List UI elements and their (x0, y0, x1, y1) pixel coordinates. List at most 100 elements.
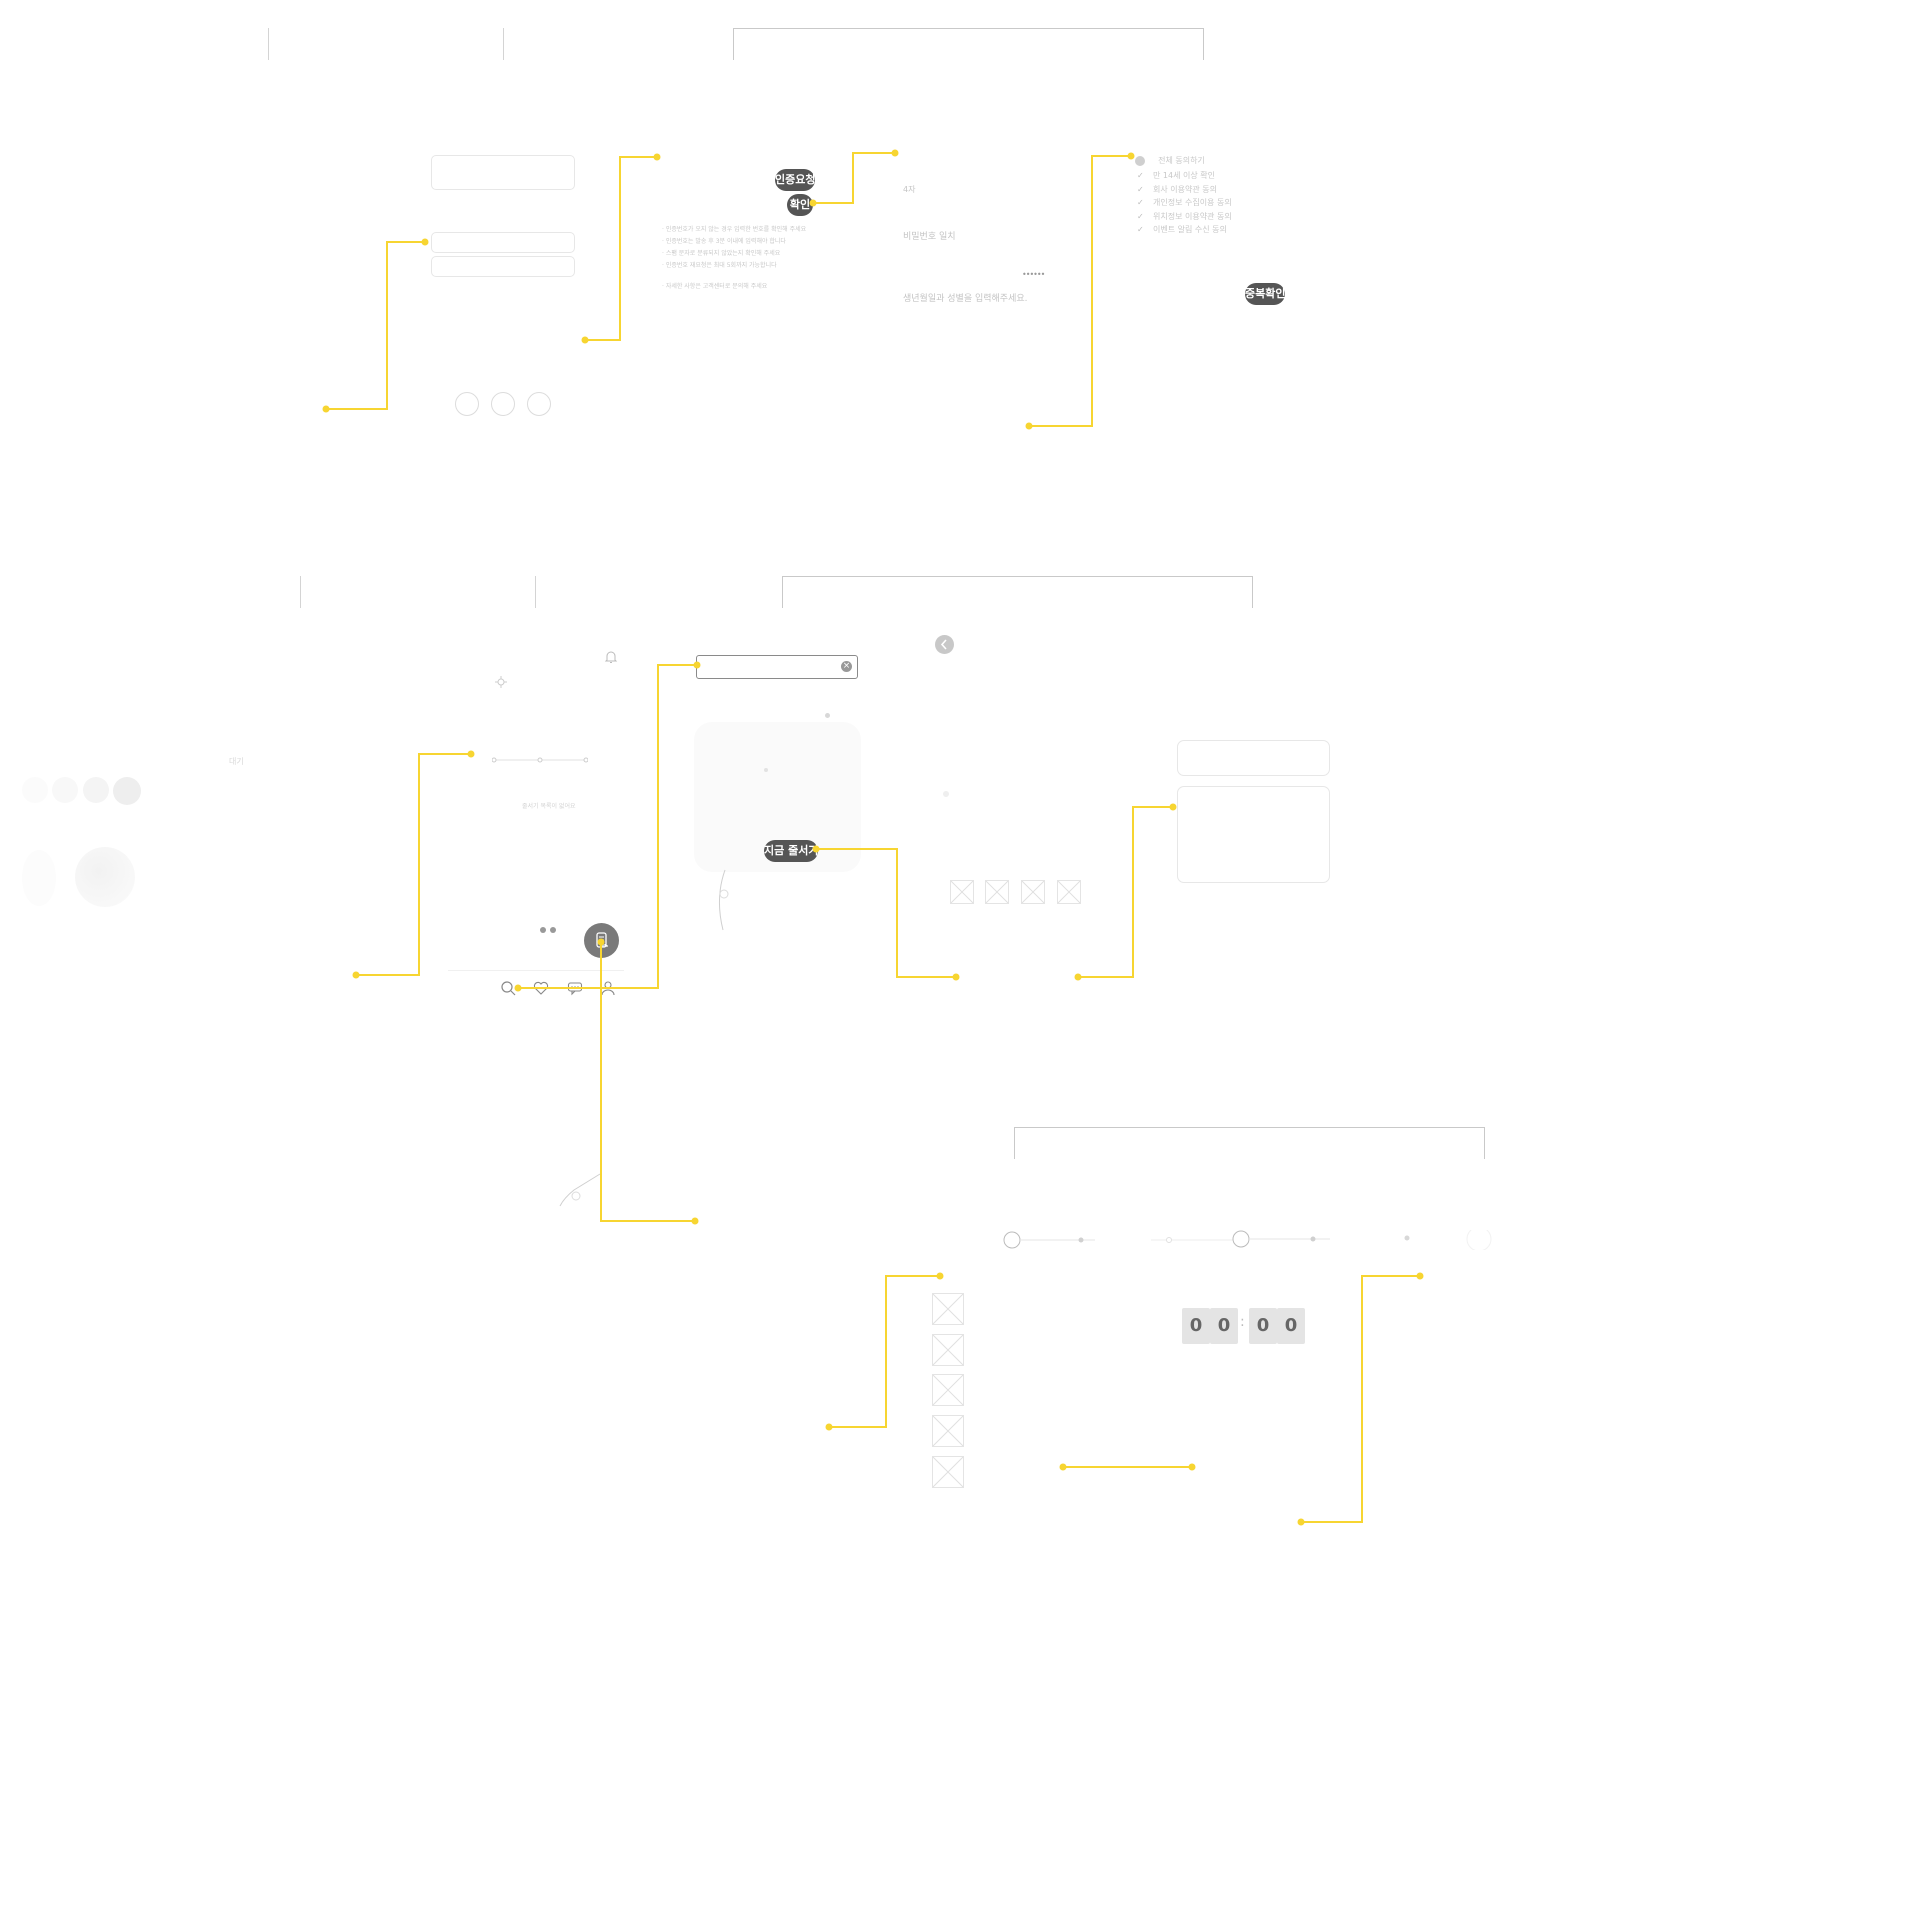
leader-dot (322, 405, 330, 413)
image-placeholder (932, 1334, 964, 1366)
birth-gender-label: 생년월일과 성별을 입력해주세요. (903, 294, 1028, 304)
timer-digit: 0 (1210, 1308, 1238, 1344)
frame-divider (503, 28, 504, 60)
progress-track (1003, 1226, 1493, 1252)
timer-digit: 0 (1277, 1308, 1305, 1344)
review-title-field[interactable] (1177, 740, 1330, 776)
heart-icon[interactable] (533, 980, 551, 998)
leader-dot (1169, 803, 1177, 811)
terms-item[interactable]: ✓ 이벤트 알림 수신 동의 (1137, 224, 1227, 235)
guide-bullet: · 자세한 사항은 고객센터로 문의해 주세요 (662, 283, 768, 290)
agree-all-checkbox[interactable]: 전체 동의하기 (1135, 150, 1205, 169)
terms-item[interactable]: ✓ 만 14세 이상 확인 (1137, 170, 1215, 181)
check-icon: ✓ (1137, 225, 1144, 234)
leader-dot (952, 973, 960, 981)
leader-line (1029, 155, 1131, 427)
login-id-field[interactable] (431, 155, 575, 190)
leader-dot (809, 199, 817, 207)
login-password-field[interactable] (431, 256, 575, 277)
social-login-button[interactable] (455, 392, 479, 416)
image-placeholder (1057, 880, 1081, 904)
password-dots: •••••• (1022, 270, 1045, 279)
guide-bullet: · 스팸 문자로 분류되지 않았는지 확인해 주세요 (662, 250, 781, 257)
side-label: 대기 (229, 757, 244, 766)
leader-dot (352, 971, 360, 979)
frame-divider (268, 28, 269, 60)
confirm-button[interactable]: 확인 (787, 194, 813, 216)
image-placeholder (1021, 880, 1045, 904)
terms-item[interactable]: ✓ 위치정보 이용약관 동의 (1137, 211, 1232, 222)
tab-bar-divider (448, 970, 624, 971)
check-icon: ✓ (1137, 171, 1144, 180)
leader-line (816, 848, 956, 978)
map-pin (825, 713, 830, 718)
leader-dot (693, 661, 701, 669)
digits-label: 4자 (903, 185, 916, 194)
leader-dot (936, 1272, 944, 1280)
leader-dot (1074, 973, 1082, 981)
guide-bullet: · 인증번호 재요청은 최대 5회까지 가능합니다 (662, 262, 777, 269)
timer-digit: 0 (1182, 1308, 1210, 1344)
decorative-curve (559, 1173, 601, 1207)
location-icon[interactable] (495, 673, 507, 692)
terms-label: 개인정보 수집이용 동의 (1153, 198, 1232, 207)
leader-dot (1059, 1463, 1067, 1471)
login-email-field[interactable] (431, 232, 575, 253)
auth-request-button[interactable]: 인증요청 (775, 169, 815, 191)
leader-dot (891, 149, 899, 157)
terms-item[interactable]: ✓회사 이용약관 동의 (1137, 184, 1217, 195)
terms-label: 위치정보 이용약관 동의 (1153, 212, 1232, 221)
image-placeholder (932, 1374, 964, 1406)
leader-line (356, 753, 471, 976)
leader-dot (1297, 1518, 1305, 1526)
leader-dot (825, 1423, 833, 1431)
leader-line (585, 156, 657, 341)
leader-dot (467, 750, 475, 758)
guide-bullet: · 인증번호가 오지 않는 경우 입력한 번호를 확인해 주세요 (662, 226, 807, 233)
timer-digit: 0 (1249, 1308, 1277, 1344)
frame-bracket (733, 28, 1204, 60)
decorative-curve (719, 869, 729, 931)
agree-all-label: 전체 동의하기 (1158, 156, 1205, 165)
search-icon[interactable] (500, 980, 518, 998)
image-placeholder (932, 1293, 964, 1325)
map-pin (764, 768, 768, 772)
leader-dot (1127, 152, 1135, 160)
check-icon: ✓ (1137, 185, 1144, 194)
bell-icon[interactable] (604, 649, 618, 669)
terms-label: 만 14세 이상 확인 (1153, 171, 1215, 180)
leader-line (829, 1275, 940, 1428)
clear-icon[interactable]: × (841, 661, 852, 672)
leader-dot (514, 984, 522, 992)
image-placeholder (932, 1415, 964, 1447)
frame-bracket (1014, 1127, 1485, 1159)
frame-divider (535, 576, 536, 608)
terms-label: 이벤트 알림 수신 동의 (1153, 225, 1227, 234)
terms-item[interactable]: ✓개인정보 수집이용 동의 (1137, 197, 1232, 208)
pager-dots (540, 918, 556, 937)
check-icon: ✓ (1137, 212, 1144, 221)
leader-dot (421, 238, 429, 246)
frame-bracket (782, 576, 1253, 608)
image-placeholder (985, 880, 1009, 904)
leader-line (1301, 1275, 1420, 1523)
queue-now-button[interactable]: 지금 줄서기 (764, 840, 818, 862)
leader-dot (1188, 1463, 1196, 1471)
map-pin (943, 791, 949, 797)
social-login-button[interactable] (491, 392, 515, 416)
leader-dot (581, 336, 589, 344)
chip[interactable] (22, 777, 48, 803)
chip[interactable] (113, 777, 141, 805)
duplicate-check-button[interactable]: 중복확인 (1245, 283, 1285, 305)
review-body-field[interactable] (1177, 786, 1330, 883)
chip[interactable] (83, 777, 109, 803)
check-icon (1135, 155, 1145, 166)
chip[interactable] (52, 777, 78, 803)
leader-dot (653, 153, 661, 161)
leader-dot (691, 1217, 699, 1225)
social-login-button[interactable] (527, 392, 551, 416)
back-icon[interactable] (935, 635, 954, 654)
image-placeholder (932, 1456, 964, 1488)
search-input[interactable]: × (696, 655, 858, 679)
